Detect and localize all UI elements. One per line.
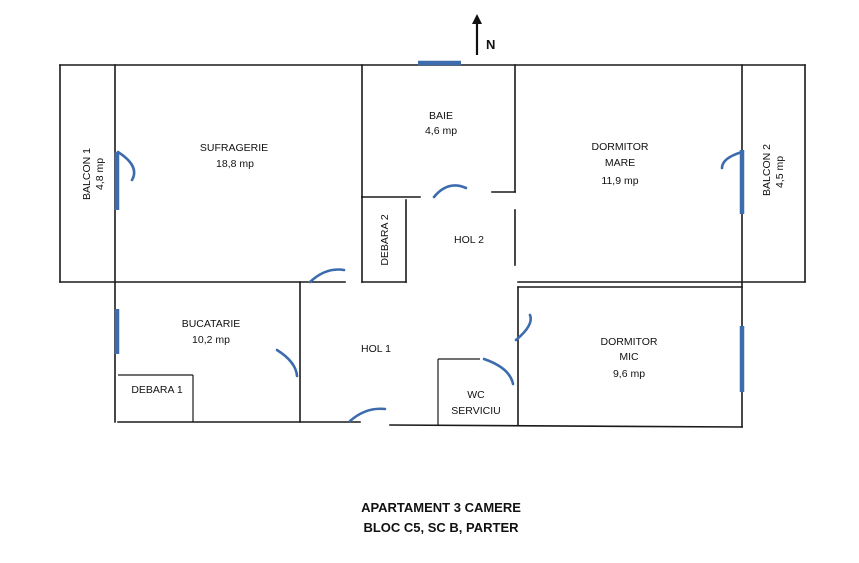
dormitor-mic-area: 9,6 mp [613, 368, 645, 380]
wc-name-2: SERVICIU [451, 405, 500, 417]
walls [59, 64, 806, 428]
dormitor-mic-name: DORMITOR [601, 336, 658, 348]
baie-name: BAIE [429, 110, 453, 122]
plan-subtitle: BLOC C5, SC B, PARTER [363, 520, 519, 535]
plan-title: APARTAMENT 3 CAMERE [361, 500, 521, 515]
dormitor-mare-area: 11,9 mp [601, 175, 638, 187]
hol1-name: HOL 1 [361, 343, 391, 355]
sufragerie-area: 18,8 mp [216, 158, 254, 170]
bucatarie-area: 10,2 mp [192, 334, 230, 346]
debara2-name: DEBARA 2 [379, 214, 391, 266]
dormitor-mare-name-2: MARE [605, 157, 635, 169]
wc-name: WC [467, 389, 485, 401]
windows [114, 60, 745, 392]
north-arrow-icon [472, 14, 482, 55]
hol2-name: HOL 2 [454, 234, 484, 246]
debara1-name: DEBARA 1 [131, 384, 183, 396]
sufragerie-name: SUFRAGERIE [200, 142, 268, 154]
dormitor-mare-name: DORMITOR [592, 141, 649, 153]
balcon2-name: BALCON 2 [761, 144, 773, 196]
balcon1-area: 4,8 mp [94, 158, 106, 190]
doors [116, 150, 744, 423]
baie-area: 4,6 mp [425, 125, 457, 137]
bucatarie-name: BUCATARIE [182, 318, 241, 330]
dormitor-mic-name-2: MIC [619, 351, 639, 363]
balcon1-name: BALCON 1 [81, 148, 93, 200]
balcon2-area: 4,5 mp [774, 156, 786, 188]
north-label: N [486, 37, 495, 52]
